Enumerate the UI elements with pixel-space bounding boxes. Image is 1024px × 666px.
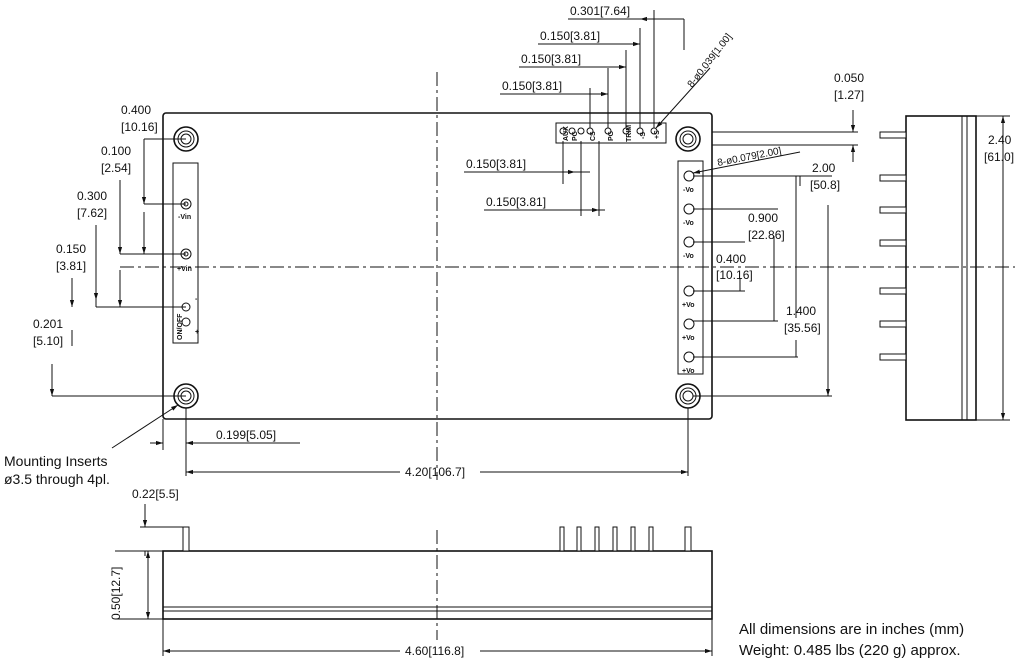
dim-0150-c: 0.150[3.81] (502, 79, 562, 93)
dim-240-in: 2.40 (988, 133, 1012, 147)
dim-0050-mm: [1.27] (834, 88, 864, 102)
dim-0300-in: 0.300 (77, 189, 107, 203)
output-pin-label-1: -Vo (683, 187, 694, 194)
signal-pin-label-trim: TRIM (626, 125, 633, 142)
on-off-plus-label: + (195, 329, 199, 336)
dim-240-mm: [61.0] (984, 150, 1014, 164)
dim-0150-b: 0.150[3.81] (521, 52, 581, 66)
on-off-label: ON/OFF (177, 313, 184, 340)
dim-420: 4.20[106.7] (405, 465, 465, 479)
dim-0150-a: 0.150[3.81] (540, 29, 600, 43)
mounting-insert-tr (675, 126, 701, 152)
dim-200-in: 2.00 (812, 161, 836, 175)
dim-0301: 0.301[7.64] (570, 4, 630, 18)
output-pin-label-3: -Vo (683, 253, 694, 260)
pin-label-plus-vin: +Vin (177, 266, 192, 273)
dim-0400l-mm: [10.16] (121, 120, 158, 134)
dim-200-mm: [50.8] (810, 178, 840, 192)
dim-0900-in: 0.900 (748, 211, 778, 225)
output-pin-3 (683, 236, 695, 248)
front-pins (182, 526, 692, 552)
mounting-inserts-size: ø3.5 through 4pl. (4, 471, 110, 487)
pin-label-minus-vin: -Vin (178, 214, 191, 221)
output-pin-4 (683, 285, 695, 297)
dim-0150-d: 0.150[3.81] (466, 157, 526, 171)
output-pin-1 (683, 170, 695, 182)
dim-0400r-mm: [10.16] (716, 268, 753, 282)
pin-on-off: ON/OFF - + (177, 296, 199, 340)
output-pin-strip (677, 160, 704, 375)
module-outline-side (905, 115, 977, 421)
top-view: -Vin +Vin ON/OFF - + -Vo -Vo -Vo +Vo +Vo (4, 4, 1015, 487)
signal-pin-label-pc: PC (572, 131, 579, 141)
signal-pin-label-pg: PG (608, 130, 615, 141)
dim-0201-mm: [5.10] (33, 334, 63, 348)
module-outline-top (162, 112, 713, 420)
dim-0900-mm: [22.86] (748, 228, 785, 242)
dim-0400l-in: 0.400 (121, 103, 151, 117)
signal-pin-label-aux: AUX (563, 126, 570, 141)
dim-0150l-in: 0.150 (56, 242, 86, 256)
output-pin-label-2: -Vo (683, 220, 694, 227)
weight-note: Weight: 0.485 lbs (220 g) approx. (739, 642, 961, 659)
signal-pin-label-plus-s: +S (654, 130, 661, 139)
dim-460: 4.60[116.8] (405, 644, 464, 658)
dim-0100-in: 0.100 (101, 144, 131, 158)
signal-pins: AUX PC CS PG TRIM -S +S (559, 125, 661, 142)
output-pins: -Vo -Vo -Vo +Vo +Vo +Vo (682, 170, 695, 375)
dim-0199: 0.199[5.05] (216, 428, 276, 442)
dim-pin-dia-small: 8-ø0.039[1.00] (686, 32, 735, 90)
units-note: All dimensions are in inches (mm) (739, 621, 964, 638)
on-off-minus-label: - (195, 296, 198, 303)
dim-1400-in: 1.400 (786, 304, 816, 318)
signal-pin-strip (555, 122, 667, 144)
mounting-inserts-label: Mounting Inserts (4, 453, 108, 469)
dim-1400-mm: [35.56] (784, 321, 821, 335)
output-pin-5 (683, 318, 695, 330)
pin-minus-vin: -Vin (178, 198, 192, 221)
dim-0150-e: 0.150[3.81] (486, 195, 546, 209)
output-pin-label-6: +Vo (682, 368, 695, 375)
pin-plus-vin: +Vin (177, 248, 192, 273)
side-pins (879, 131, 907, 361)
signal-pin-label-minus-s: -S (640, 132, 647, 139)
dim-0400r-in: 0.400 (716, 252, 746, 266)
dim-pin-dia-large: 8-ø0.079[2.00] (716, 146, 782, 169)
dim-050: 0.50[12.7] (109, 567, 123, 620)
dim-022: 0.22[5.5] (132, 487, 179, 501)
output-pin-6 (683, 351, 695, 363)
dim-0201-in: 0.201 (33, 317, 63, 331)
dim-0100-mm: [2.54] (101, 161, 131, 175)
output-pin-label-5: +Vo (682, 335, 695, 342)
dim-0300-mm: [7.62] (77, 206, 107, 220)
signal-pin-label-cs: CS (590, 131, 597, 141)
dim-0050-in: 0.050 (834, 71, 864, 85)
side-view: 2.40 [61.0] (879, 115, 1014, 421)
output-pin-label-4: +Vo (682, 302, 695, 309)
output-pin-2 (683, 203, 695, 215)
dim-0150l-mm: [3.81] (56, 259, 86, 273)
front-view: 0.22[5.5] 0.50[12.7] 4.60[116.8] (109, 487, 713, 658)
input-pin-strip (172, 162, 199, 344)
